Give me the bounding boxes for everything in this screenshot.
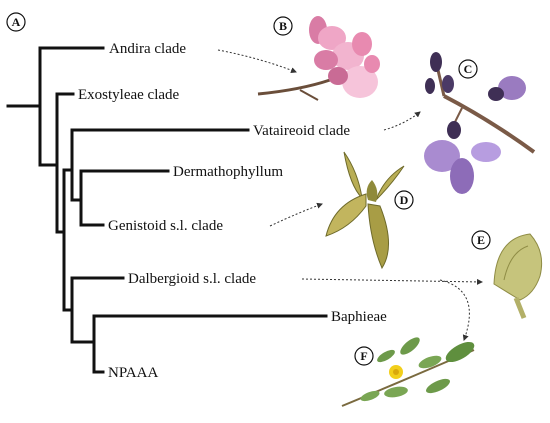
arrow-vataireoid-to-c xyxy=(383,111,421,131)
tree-branches xyxy=(6,46,328,374)
label-dermatophyllum: Dermathophyllum xyxy=(173,164,283,180)
label-andira-clade: Andira clade xyxy=(109,41,186,57)
svg-text:E: E xyxy=(477,233,485,247)
svg-text:F: F xyxy=(360,349,367,363)
badge-c: C xyxy=(458,59,478,79)
badge-a: A xyxy=(6,12,26,32)
flower-b-image xyxy=(257,16,380,101)
panel-badges: A B C D E F xyxy=(6,12,491,366)
flower-f-image xyxy=(341,337,475,407)
svg-text:A: A xyxy=(12,15,21,29)
arrow-dalbergioid-to-e xyxy=(301,278,483,285)
label-vataireoid-clade: Vataireoid clade xyxy=(253,123,350,139)
label-exostyleae-clade: Exostyleae clade xyxy=(78,87,180,103)
flower-c-image xyxy=(424,52,536,194)
badge-b: B xyxy=(273,16,293,36)
label-baphieae: Baphieae xyxy=(331,309,387,325)
arrow-andira-to-b xyxy=(217,49,297,73)
connector-arrows xyxy=(217,49,483,341)
arrow-dalbergioid-to-f xyxy=(439,279,470,341)
svg-text:B: B xyxy=(279,19,287,33)
badge-f: F xyxy=(354,346,374,366)
flower-e-image xyxy=(493,233,543,319)
flower-d-image xyxy=(325,151,405,270)
badge-d: D xyxy=(394,190,414,210)
svg-text:C: C xyxy=(464,62,473,76)
svg-text:D: D xyxy=(400,193,409,207)
label-npaaa: NPAAA xyxy=(108,365,158,381)
label-dalbergioid-clade: Dalbergioid s.l. clade xyxy=(128,271,256,287)
clade-labels: Andira clade Exostyleae clade Vataireoid… xyxy=(78,41,387,381)
label-genistoid-clade: Genistoid s.l. clade xyxy=(108,218,223,234)
arrow-genistoid-to-d xyxy=(269,202,323,227)
badge-e: E xyxy=(471,230,491,250)
